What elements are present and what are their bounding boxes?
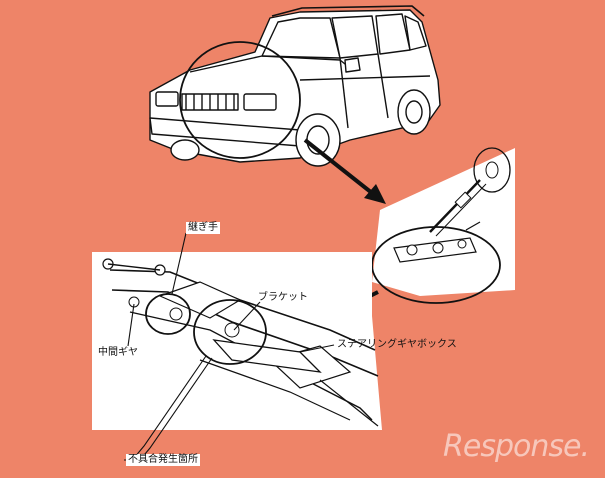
steering-gearbox-label: ステアリングギヤボックス <box>337 339 457 350</box>
bracket-highlight-circle <box>193 299 267 365</box>
suv-illustration <box>149 5 441 167</box>
response-watermark: Response. <box>443 429 590 464</box>
joint-highlight-circle <box>145 293 191 335</box>
intermediate-gear-label: 中間ギヤ <box>96 347 140 359</box>
car-highlight-circle <box>179 41 301 159</box>
defect-location-label: 不具合発生箇所 <box>126 454 200 466</box>
arrow-to-steering-column <box>303 138 386 204</box>
joint-label: 継ぎ手 <box>186 222 220 234</box>
chassis-panel <box>92 252 382 430</box>
bracket-label: ブラケット <box>258 292 308 303</box>
steering-column-panel <box>372 147 515 296</box>
